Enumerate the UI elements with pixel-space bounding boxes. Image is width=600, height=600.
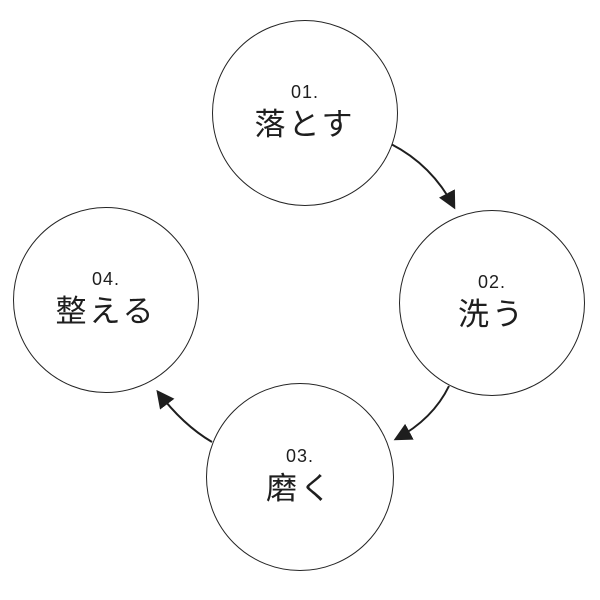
step-circle-04: 04. 整える bbox=[13, 207, 199, 393]
step-number: 01. bbox=[290, 82, 320, 103]
step-label: 整える bbox=[55, 293, 157, 329]
step-circle-01: 01. 落とす bbox=[212, 20, 398, 206]
step-number: 02. bbox=[477, 272, 507, 293]
arrow-01-to-02-icon bbox=[390, 143, 456, 210]
arrow-02-to-03-icon bbox=[393, 385, 450, 441]
step-circle-02: 02. 洗う bbox=[399, 210, 585, 396]
step-number: 04. bbox=[91, 269, 121, 290]
step-number: 03. bbox=[285, 446, 315, 467]
step-label: 磨く bbox=[266, 470, 334, 506]
step-label: 落とす bbox=[254, 106, 356, 142]
step-label: 洗う bbox=[458, 296, 526, 332]
arrow-03-to-04-icon bbox=[156, 389, 213, 443]
step-circle-03: 03. 磨く bbox=[206, 383, 394, 571]
